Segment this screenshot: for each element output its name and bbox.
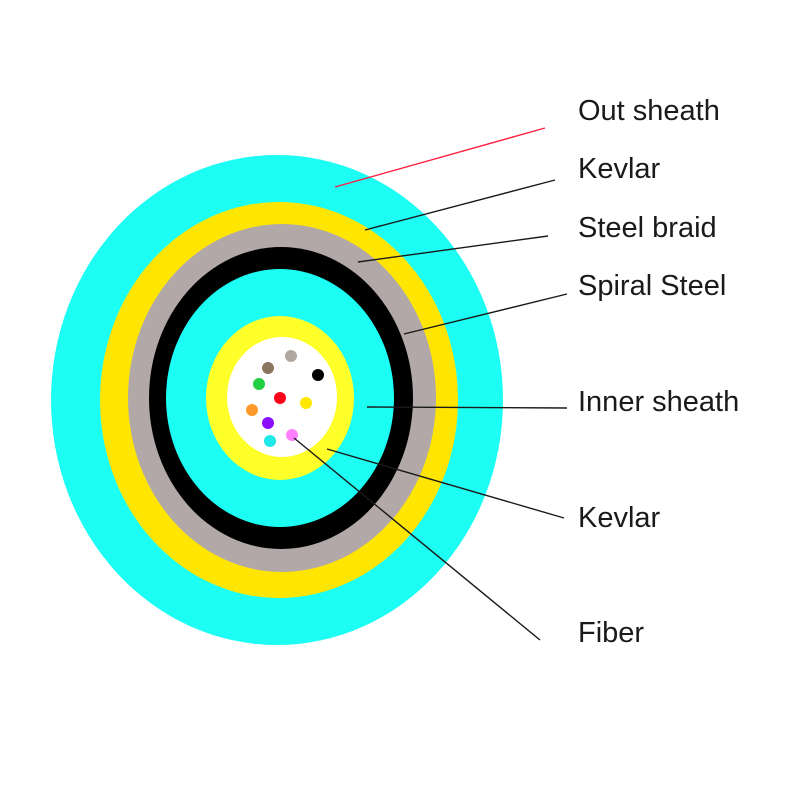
fiber-leader (293, 437, 541, 641)
spiral-steel-leader (403, 293, 568, 335)
kevlar-outer-leader (364, 179, 556, 231)
label-out-sheath: Out sheath (578, 95, 720, 127)
gray-fiber (285, 350, 297, 362)
orange-fiber (246, 404, 258, 416)
label-steel-braid: Steel braid (578, 212, 717, 244)
label-inner-sheath: Inner sheath (578, 386, 739, 418)
leader-lines (293, 127, 568, 641)
label-spiral-steel: Spiral Steel (578, 270, 726, 302)
label-kevlar-outer: Kevlar (578, 153, 661, 185)
labels: Out sheath Kevlar Steel braid Spiral Ste… (578, 95, 739, 649)
purple-fiber (262, 417, 274, 429)
fibers (246, 350, 324, 447)
cyan-fiber (264, 435, 276, 447)
out-sheath-leader (334, 127, 546, 188)
black-fiber (312, 369, 324, 381)
kevlar-inner-leader (326, 448, 565, 519)
yellow-fiber (300, 397, 312, 409)
label-kevlar-inner: Kevlar (578, 502, 661, 534)
inner-sheath-leader (366, 406, 568, 409)
green-fiber (253, 378, 265, 390)
red-fiber (274, 392, 286, 404)
brown-fiber (262, 362, 274, 374)
label-fiber: Fiber (578, 617, 644, 649)
steel-braid-leader (357, 235, 549, 263)
